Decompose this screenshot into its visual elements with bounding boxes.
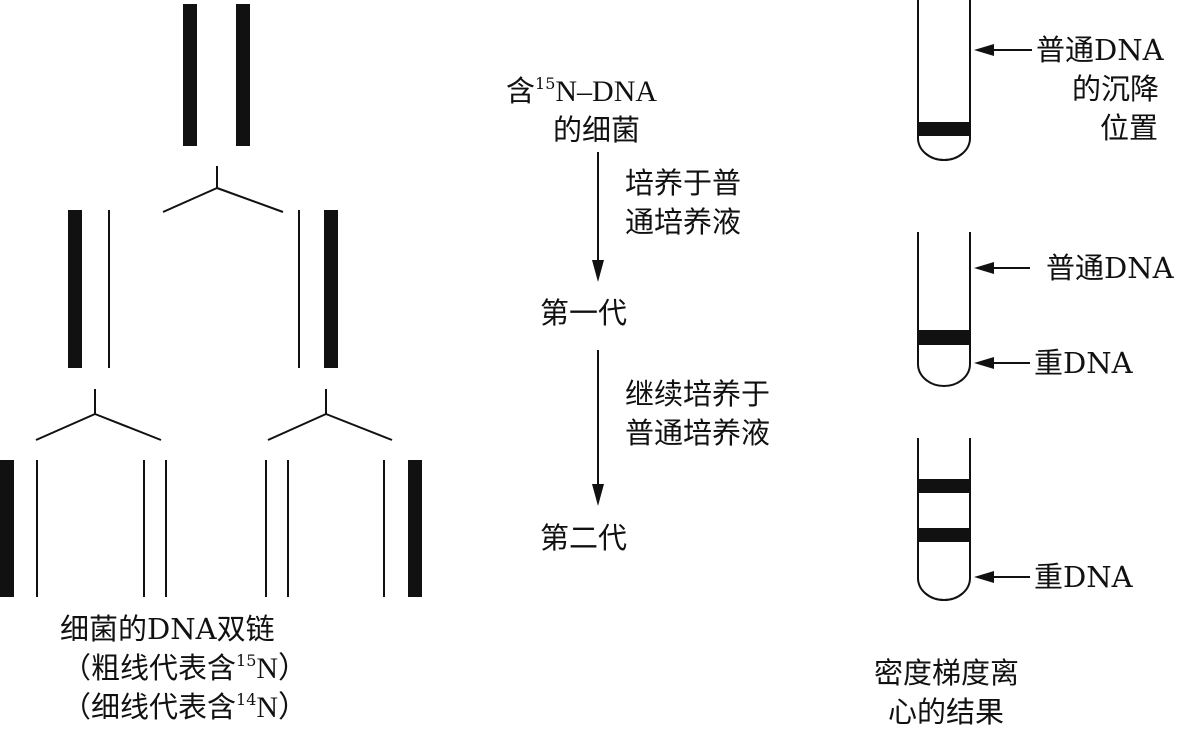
flow-arrow-1 (592, 152, 604, 282)
tube3-light-band (918, 479, 970, 493)
generation-2-label: 第二代 (540, 521, 627, 555)
centrifuge-tube-generation-2 (917, 438, 971, 601)
tube2-label-top: 普通DNA (1046, 251, 1175, 285)
tube2-hybrid-band (918, 330, 970, 345)
centrifuge-tube-parent (917, 0, 971, 161)
gen1-right-thick-strand (324, 210, 338, 368)
right-caption-line2: 心的结果 (888, 695, 1004, 729)
step2-label-line2: 普通培养液 (625, 416, 770, 450)
centrifuge-tube-generation-1 (917, 232, 971, 387)
gen1-left-thick-strand (68, 210, 82, 368)
tube2-top-pointer-arrow (974, 262, 1030, 274)
tube2-label-bottom: 重DNA (1034, 346, 1134, 380)
flow-arrow-2 (592, 350, 604, 506)
step2-label-line1: 继续培养于 (625, 377, 770, 411)
start-label-line2: 的细菌 (553, 113, 640, 147)
step1-label-line2: 通培养液 (625, 205, 741, 239)
left-caption-line2: （粗线代表含15N） (62, 651, 308, 685)
gen2-thick-strand-2 (408, 460, 422, 597)
gen2-thick-strand-1 (0, 460, 14, 597)
split-connector-2-right (267, 389, 393, 441)
left-caption-line3: （细线代表含14N） (62, 690, 308, 724)
split-connector-2-left (35, 389, 162, 441)
start-label-line1: 含15N–DNA (506, 74, 657, 108)
tube1-heavy-band (918, 122, 970, 136)
tube3-hybrid-band (918, 528, 970, 542)
tube1-label-line3: 位置 (1100, 111, 1158, 145)
parent-thick-strand-left (183, 4, 197, 146)
tube2-bottom-pointer-arrow (974, 357, 1030, 369)
split-connector-1 (162, 166, 284, 213)
dna-strand-tree (0, 4, 422, 597)
tube1-label-line2: 的沉降 (1072, 72, 1159, 106)
tube1-label-line1: 普通DNA (1036, 33, 1165, 67)
parent-thick-strand-right (236, 4, 250, 146)
tube3-pointer-arrow (974, 571, 1030, 583)
right-caption-line1: 密度梯度离 (874, 656, 1019, 690)
generation-1-label: 第一代 (540, 296, 627, 330)
tube1-pointer-arrow (974, 44, 1032, 56)
step1-label-line1: 培养于普 (625, 166, 741, 200)
tube3-label-bottom: 重DNA (1034, 560, 1134, 594)
left-caption-line1: 细菌的DNA双链 (60, 612, 275, 646)
